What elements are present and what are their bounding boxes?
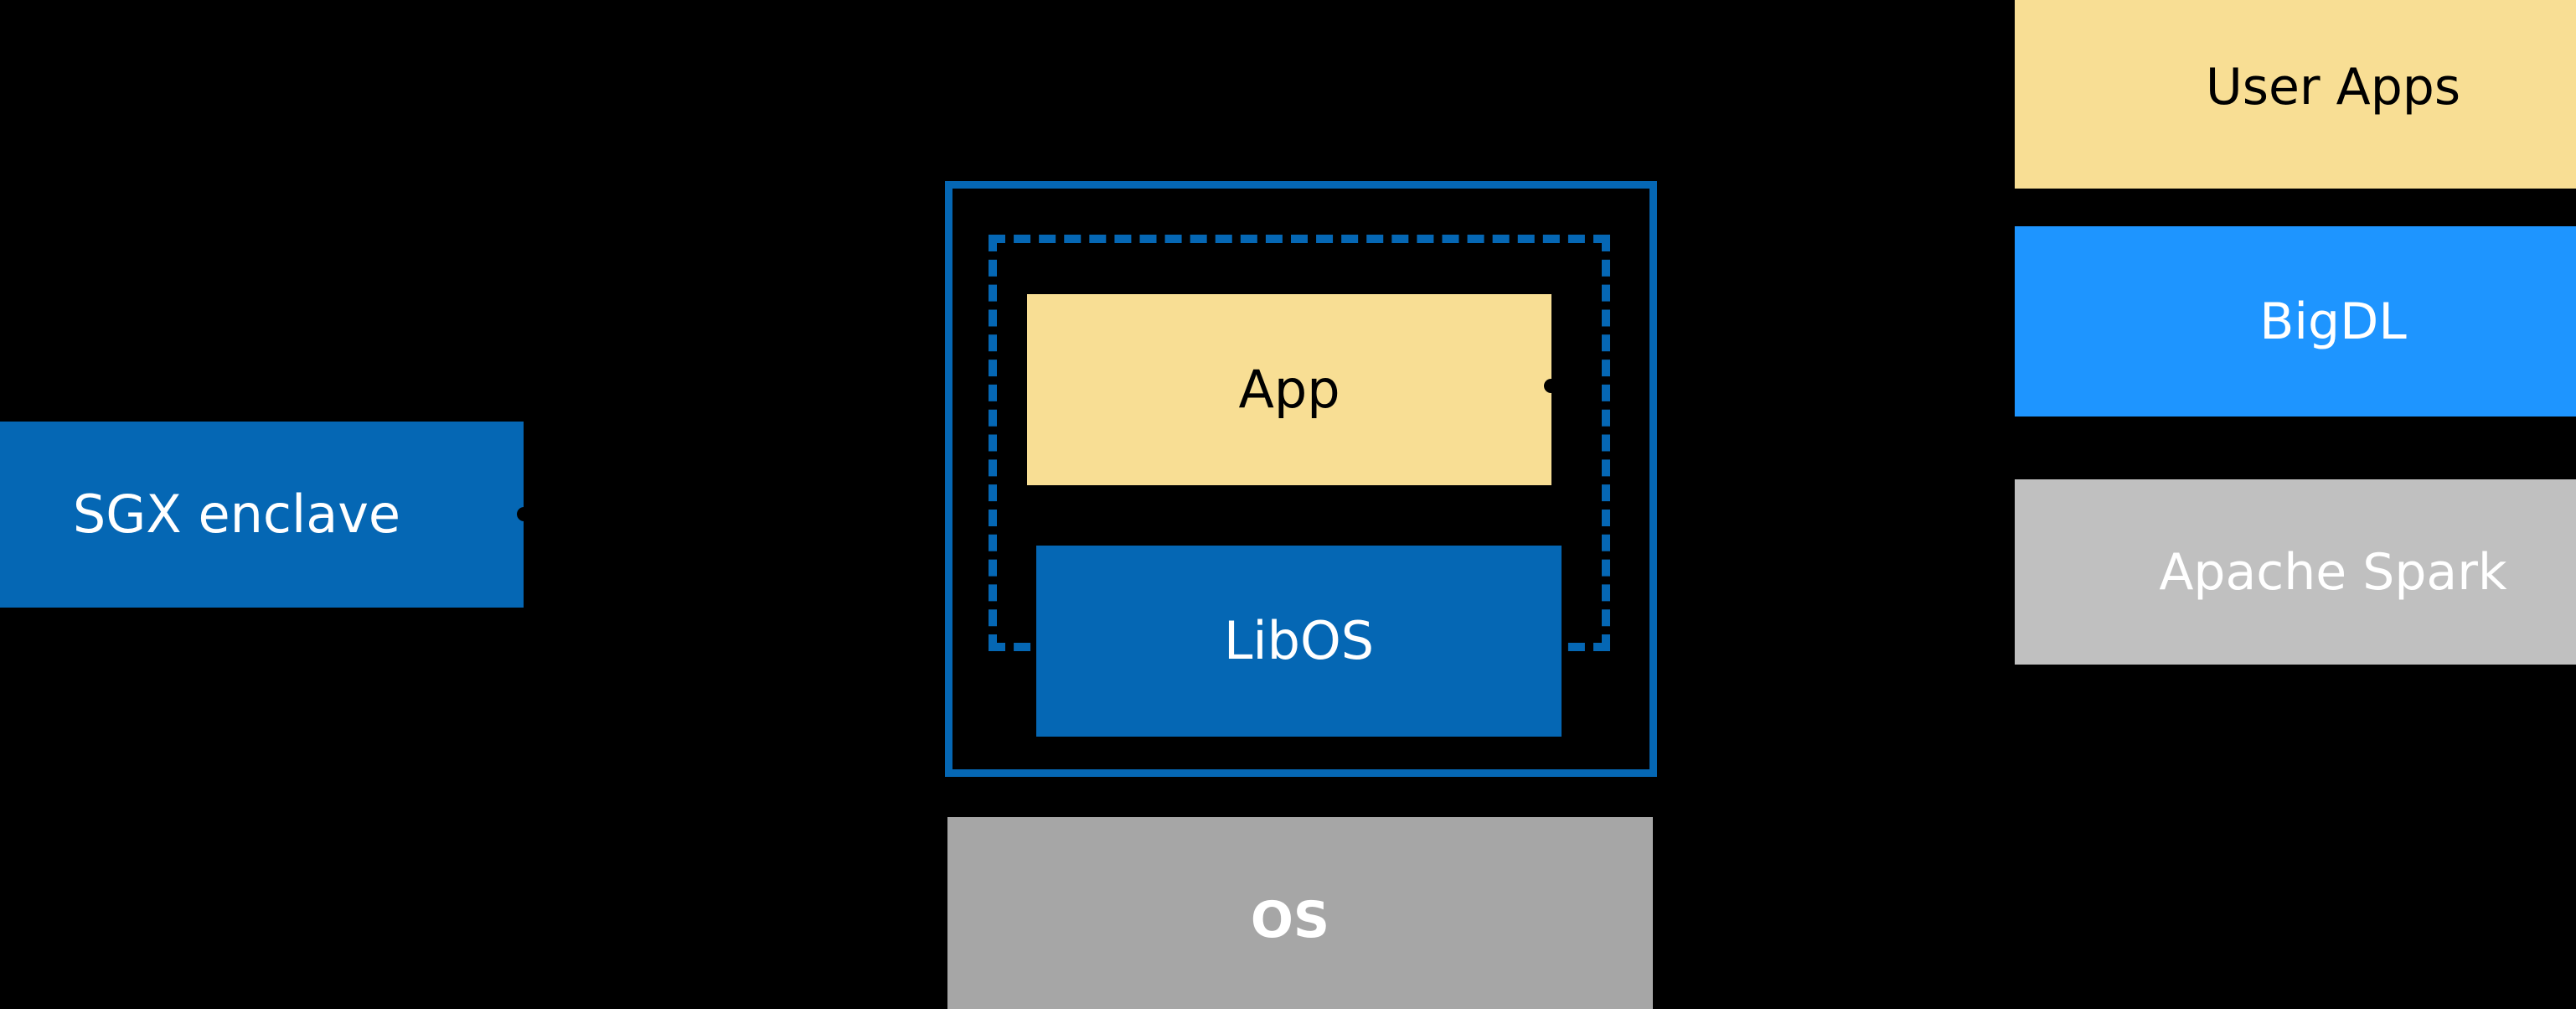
bigdl-label: BigDL: [2259, 292, 2407, 351]
libos-label: LibOS: [1223, 609, 1375, 671]
sgx-enclave-box: SGX enclave: [0, 422, 524, 608]
sgx-enclave-label: SGX enclave: [72, 483, 401, 545]
user-apps-box: User Apps: [2015, 0, 2576, 189]
sgx-enclave-connector-dot-icon: [517, 507, 531, 521]
sgx-enclave-connector-line: [524, 511, 945, 516]
app-connector-dot-icon: [1544, 379, 1558, 393]
bigdl-box: BigDL: [2015, 226, 2576, 417]
apache-spark-box: Apache Spark: [2015, 479, 2576, 665]
os-box: OS: [947, 817, 1653, 1009]
app-box: App: [1027, 294, 1551, 485]
app-connector-line: [1551, 384, 2015, 389]
app-label: App: [1238, 358, 1340, 420]
enclave-frame: [945, 181, 1657, 777]
apache-spark-label: Apache Spark: [2159, 542, 2507, 602]
libos-box: LibOS: [1036, 546, 1562, 737]
os-label: OS: [1250, 890, 1330, 949]
user-apps-label: User Apps: [2205, 57, 2461, 116]
